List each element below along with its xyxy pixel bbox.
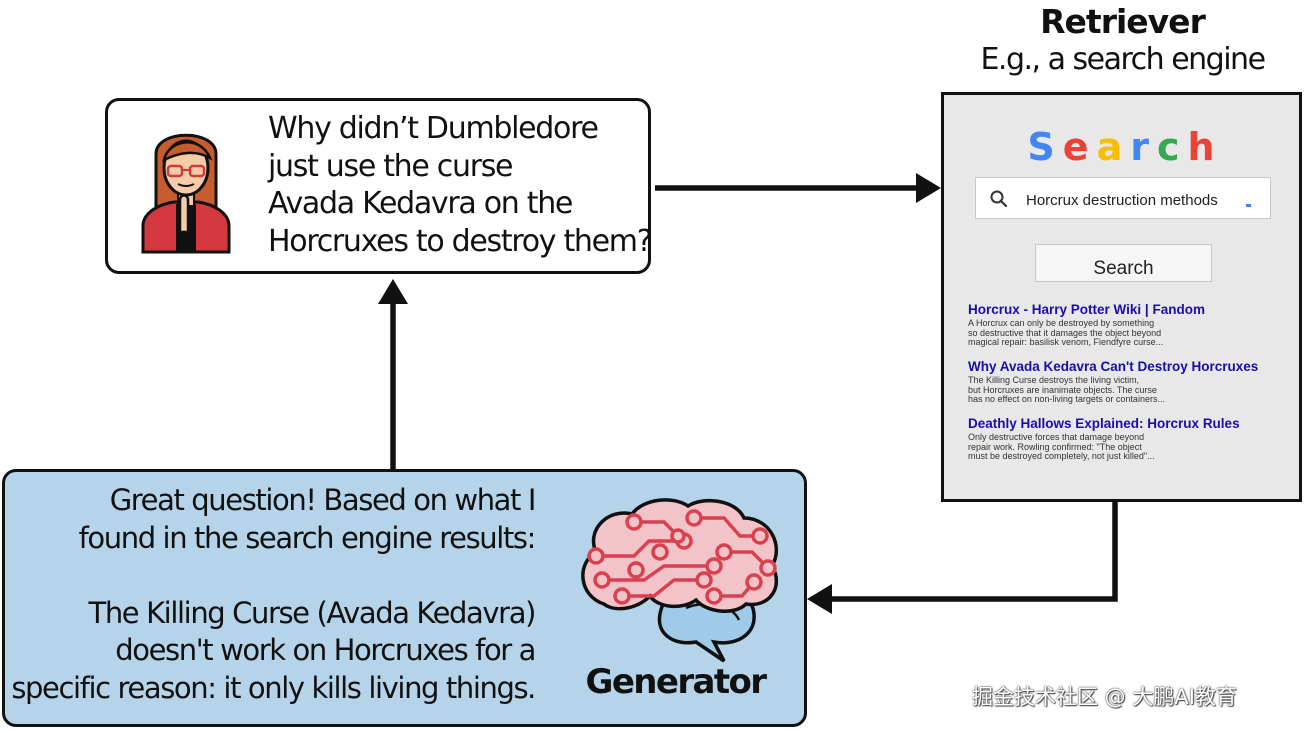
search-logo-letter: h xyxy=(1187,125,1223,169)
result-title-link[interactable]: Deathly Hallows Explained: Horcrux Rules xyxy=(968,416,1240,431)
generator-label: Generator xyxy=(585,662,768,702)
snippet-line: A Horcrux can only be destroyed by somet… xyxy=(968,318,1155,328)
search-logo-letter: a xyxy=(1096,125,1131,169)
answer-text: Great question! Based on what I found in… xyxy=(10,482,537,708)
question-line: just use the curse xyxy=(268,148,514,184)
question-line: Avada Kedavra on the xyxy=(268,186,573,221)
snippet-line: The Killing Curse destroys the living vi… xyxy=(968,375,1140,385)
answer-line: specific reason: it only kills living th… xyxy=(11,670,536,705)
question-line: Why didn’t Dumbledore xyxy=(268,111,599,146)
result-snippet: A Horcrux can only be destroyed by somet… xyxy=(968,318,1164,348)
text-cursor xyxy=(1246,204,1251,207)
arrow-retriever-to-generator xyxy=(832,502,1118,602)
snippet-line: so destructive that it damages the objec… xyxy=(968,327,1162,338)
person-icon xyxy=(141,133,231,254)
answer-line: doesn't work on Horcruxes for a xyxy=(115,633,536,668)
snippet-line: Only destructive forces that damage beyo… xyxy=(968,432,1145,442)
snippet-line: but Horcruxes are inanimate objects. The… xyxy=(968,384,1157,395)
retriever-subtitle: E.g., a search engine xyxy=(980,42,1266,77)
retriever-title: Retriever xyxy=(1040,2,1206,41)
search-engine-panel xyxy=(941,92,1302,502)
result-title-link[interactable]: Horcrux - Harry Potter Wiki | Fandom xyxy=(968,302,1205,317)
snippet-line: has no effect on non-living targets or c… xyxy=(968,394,1165,405)
question-line: Horcruxes to destroy them? xyxy=(268,223,653,259)
answer-line: The Killing Curse (Avada Kedavra) xyxy=(88,595,537,630)
search-logo-letter: S xyxy=(1027,125,1063,169)
result-title-link[interactable]: Why Avada Kedavra Can't Destroy Horcruxe… xyxy=(968,359,1259,374)
result-snippet: Only destructive forces that damage beyo… xyxy=(968,432,1155,462)
arrowhead-question xyxy=(378,279,408,304)
arrowhead-generator xyxy=(807,584,832,614)
snippet-line: magical repair: basilisk venom, Fiendfyr… xyxy=(968,337,1164,348)
search-logo-letter: r xyxy=(1130,125,1157,169)
brain-icon xyxy=(581,498,779,663)
snippet-line: repair work. Rowling confirmed: "The obj… xyxy=(968,441,1142,452)
search-logo-letter: c xyxy=(1156,125,1188,169)
snippet-line: must be destroyed completely, not just k… xyxy=(968,451,1155,462)
search-logo-letter: e xyxy=(1062,125,1097,169)
answer-line: Great question! Based on what I xyxy=(109,483,537,517)
result-snippet: The Killing Curse destroys the living vi… xyxy=(968,375,1165,405)
paragraph-gap xyxy=(10,557,535,595)
answer-line: found in the search engine results: xyxy=(78,520,537,555)
search-query-text[interactable]: Horcrux destruction methods xyxy=(1026,192,1218,209)
search-magnifier-icon xyxy=(990,190,1008,208)
arrowhead-retriever xyxy=(916,173,941,203)
question-text: Why didn’t Dumbledore just use the curse… xyxy=(268,110,653,260)
search-button[interactable]: Search xyxy=(1035,244,1212,282)
search-logo: Search xyxy=(975,125,1275,169)
search-input[interactable] xyxy=(975,177,1271,219)
watermark: 掘金技术社区 @ 大鹏AI教育 xyxy=(972,685,1237,709)
